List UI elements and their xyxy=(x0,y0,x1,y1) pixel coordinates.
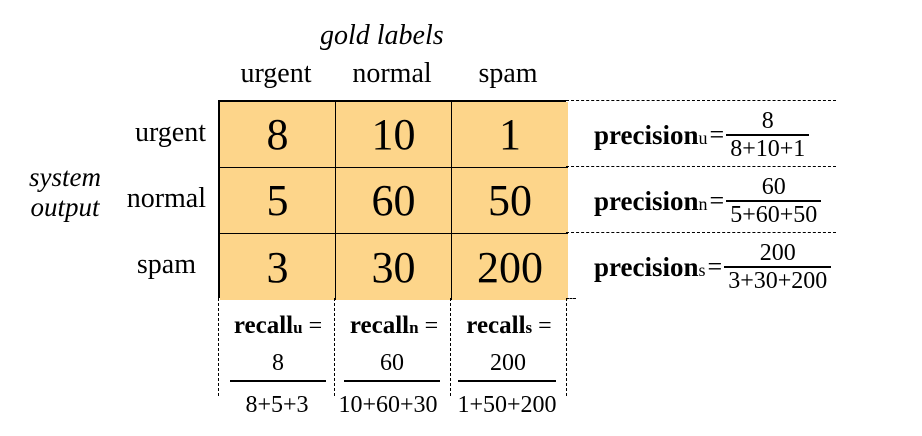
matrix-cell: 1 xyxy=(452,102,568,168)
dashed-guide xyxy=(450,298,451,396)
system-output-line2: output xyxy=(30,192,100,222)
recall-word: recall xyxy=(349,312,410,339)
recall-spam-denominator: 1+50+200 xyxy=(457,392,557,418)
recall-word: recall xyxy=(233,312,294,339)
fraction-denominator: 8+10+1 xyxy=(730,136,806,162)
fraction-bar xyxy=(726,200,822,202)
fraction-bar xyxy=(726,134,810,136)
fraction-bar xyxy=(724,266,832,268)
recall-subscript: n xyxy=(409,318,419,337)
column-label-normal: normal xyxy=(352,58,432,89)
precision-subscript: n xyxy=(698,193,708,214)
matrix-cell: 30 xyxy=(336,234,452,300)
recall-subscript: u xyxy=(293,318,303,337)
recall-urgent-denominator: 8+5+3 xyxy=(245,392,309,418)
fraction-numerator: 8 xyxy=(761,108,774,134)
fraction-denominator: 5+60+50 xyxy=(730,202,818,228)
recall-spam-fraction-bar xyxy=(458,380,556,382)
precision-fraction: 60 5+60+50 xyxy=(726,174,822,228)
confusion-matrix: 8 10 1 5 60 50 3 30 200 xyxy=(218,100,568,300)
fraction-numerator: 200 xyxy=(759,240,796,266)
row-label-urgent: urgent xyxy=(134,117,206,148)
equals-sign: = xyxy=(709,186,725,215)
precision-fraction: 8 8+10+1 xyxy=(726,108,810,162)
equals-sign: = xyxy=(709,120,725,149)
fraction-denominator: 3+30+200 xyxy=(728,268,828,294)
recall-normal-denominator: 10+60+30 xyxy=(338,392,438,418)
matrix-cell: 50 xyxy=(452,168,568,234)
recall-normal-numerator: 60 xyxy=(380,350,404,376)
matrix-cell: 3 xyxy=(220,234,336,300)
recall-word: recall xyxy=(466,312,526,339)
recall-urgent-numerator: 8 xyxy=(272,350,284,376)
recall-spam-header: recalls = xyxy=(452,312,566,340)
equals-sign: = xyxy=(538,313,552,339)
dashed-guide xyxy=(334,298,335,396)
matrix-cell: 60 xyxy=(336,168,452,234)
matrix-cell: 5 xyxy=(220,168,336,234)
precision-word: precision xyxy=(594,185,699,216)
dashed-guide xyxy=(218,298,219,396)
row-label-spam: spam xyxy=(136,249,196,280)
recall-normal-header: recalln = xyxy=(338,312,450,340)
precision-subscript: u xyxy=(698,127,708,148)
system-output-line1: system xyxy=(29,162,101,192)
dashed-guide xyxy=(566,166,836,167)
fraction-numerator: 60 xyxy=(761,174,786,200)
precision-word: precision xyxy=(594,251,699,282)
system-output-label: system output xyxy=(20,162,110,222)
recall-normal-fraction-bar xyxy=(344,380,440,382)
equals-sign: = xyxy=(707,252,723,281)
recall-spam-numerator: 200 xyxy=(490,350,526,376)
recall-subscript: s xyxy=(525,318,533,337)
matrix-cell: 8 xyxy=(220,102,336,168)
column-label-spam: spam xyxy=(478,58,538,89)
precision-subscript: s xyxy=(698,259,706,280)
dashed-guide xyxy=(566,232,836,233)
matrix-cell: 10 xyxy=(336,102,452,168)
dashed-guide xyxy=(566,298,567,396)
dashed-guide xyxy=(566,298,576,299)
gold-labels-title: gold labels xyxy=(320,20,444,51)
equals-sign: = xyxy=(424,313,439,339)
dashed-guide xyxy=(566,100,836,101)
row-label-normal: normal xyxy=(126,183,206,214)
recall-urgent-header: recallu = xyxy=(222,312,334,340)
column-label-urgent: urgent xyxy=(240,58,312,89)
matrix-cell: 200 xyxy=(452,234,568,300)
precision-word: precision xyxy=(594,119,699,150)
precision-fraction: 200 3+30+200 xyxy=(724,240,832,294)
recall-urgent-fraction-bar xyxy=(230,380,326,382)
equals-sign: = xyxy=(308,313,323,339)
